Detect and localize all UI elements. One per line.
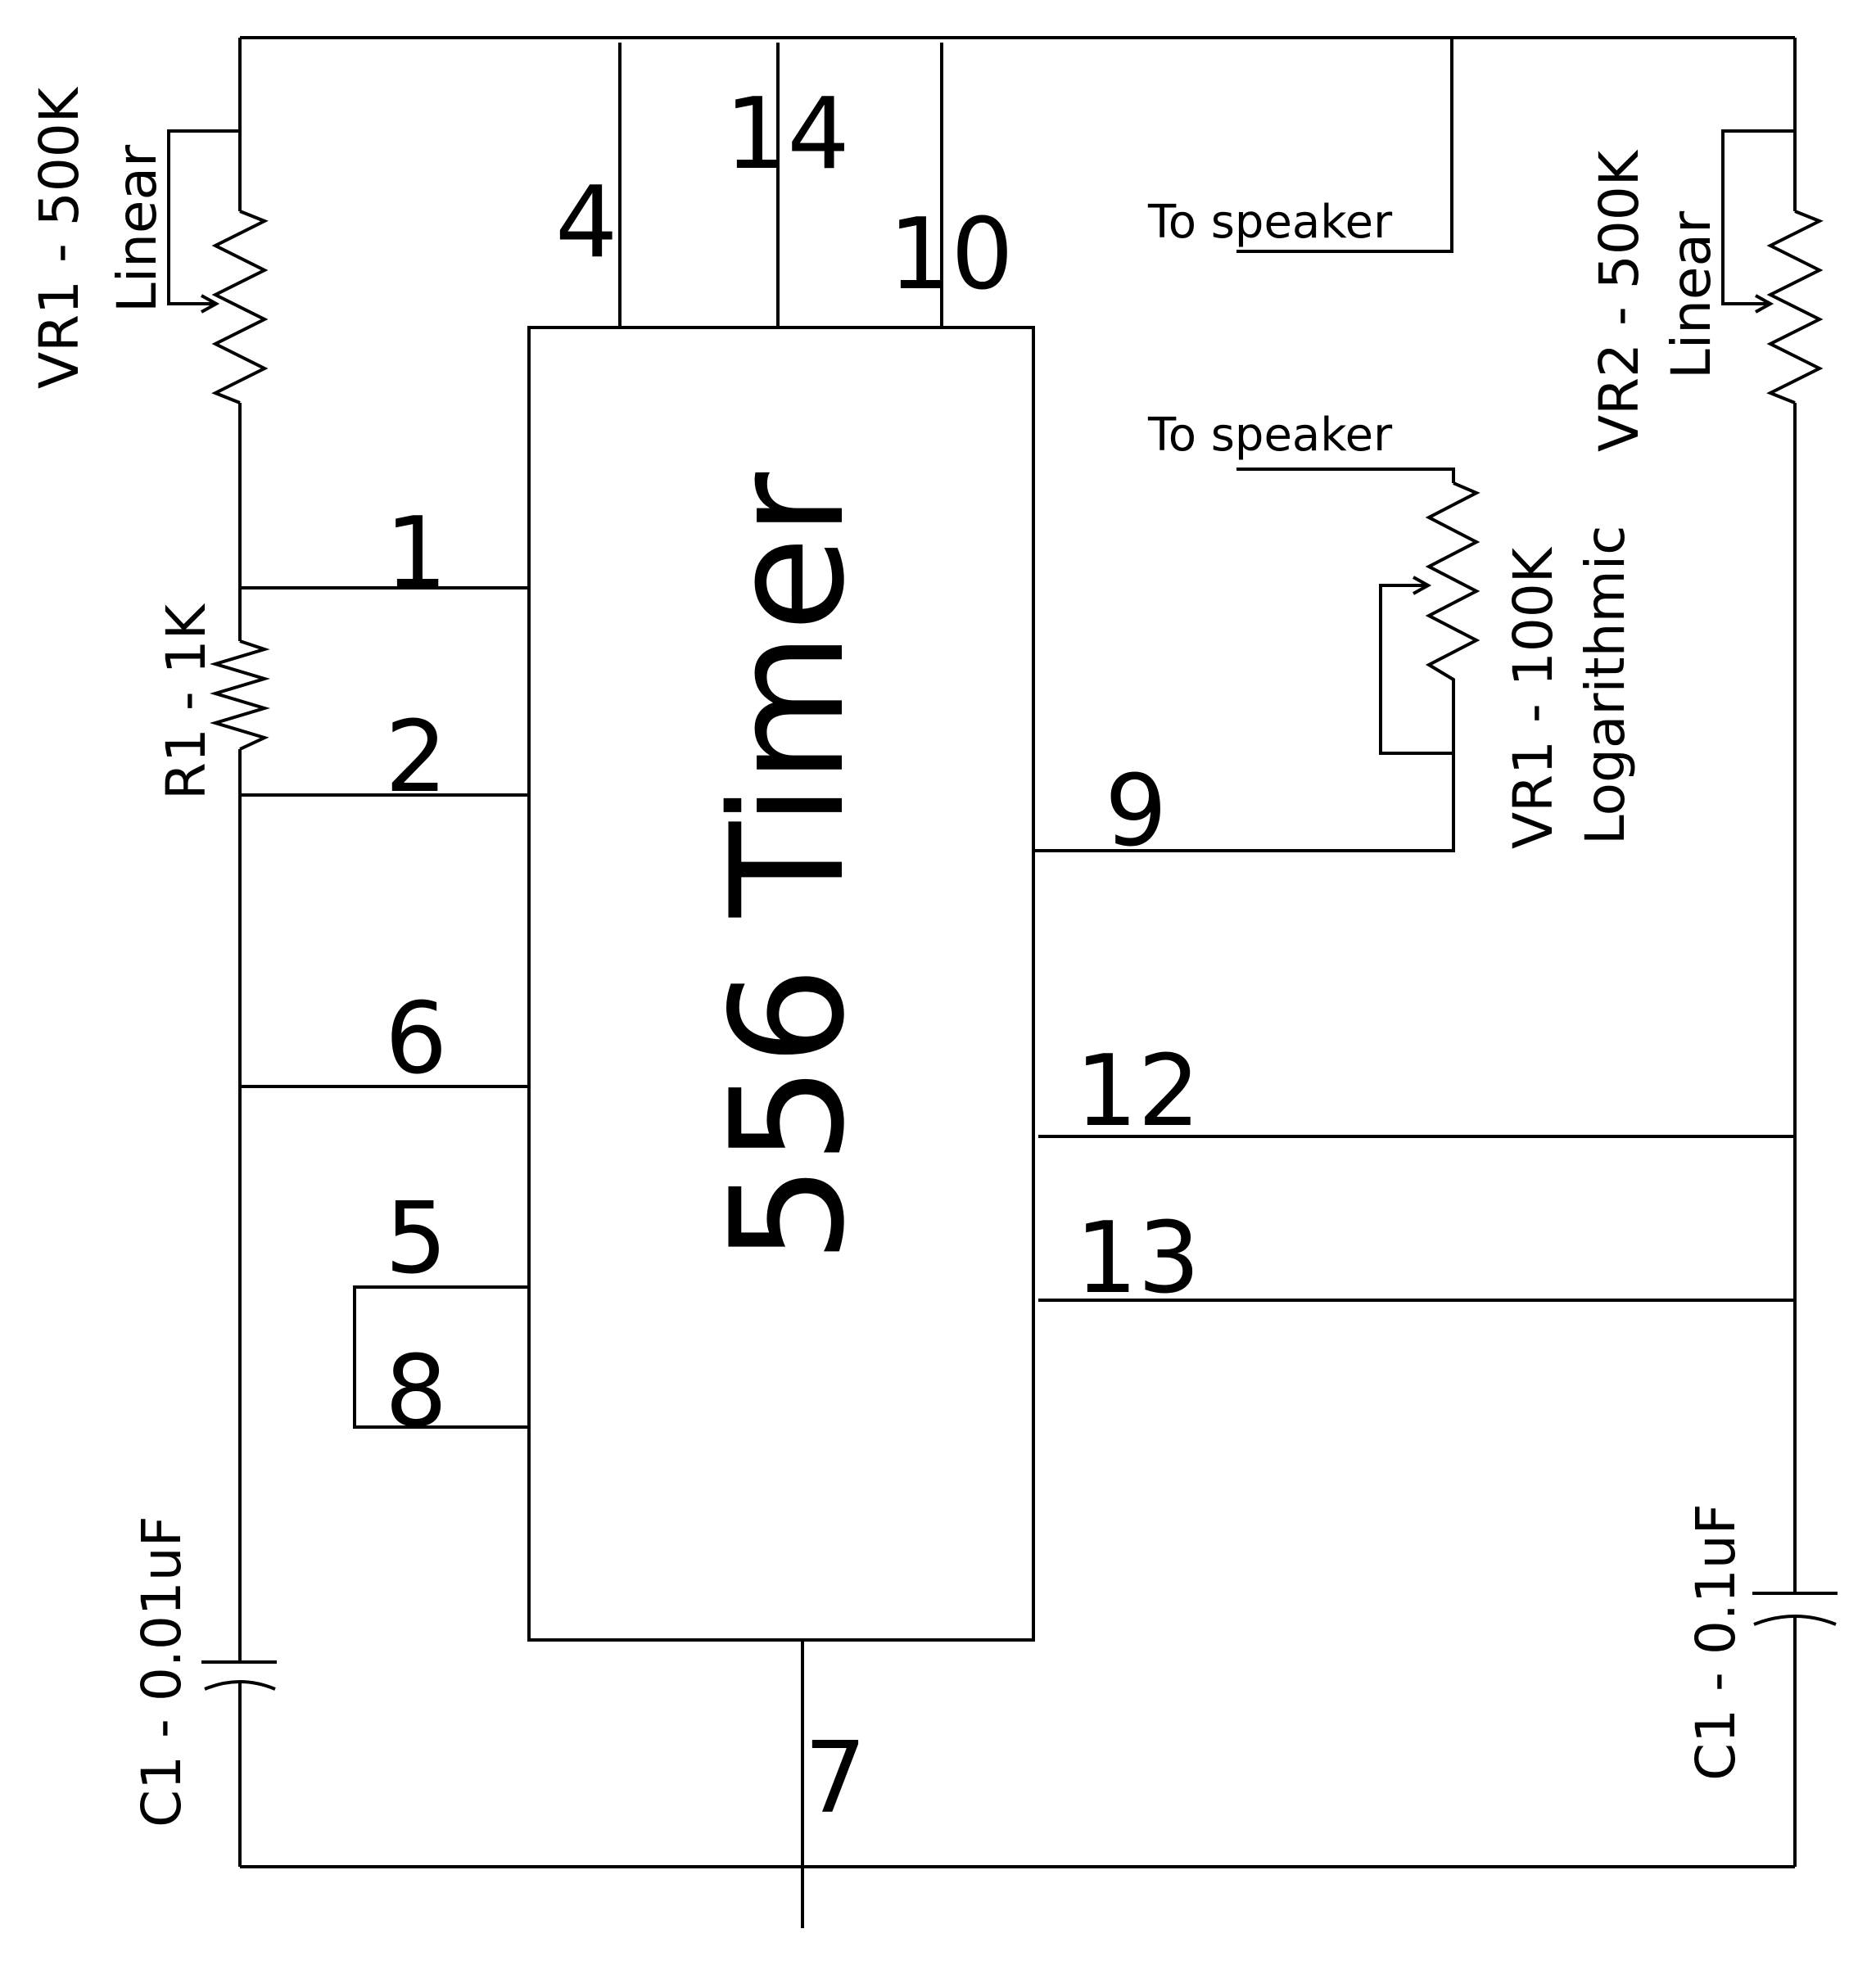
c1-left-capacitor <box>201 1628 277 1719</box>
pin-label-8: 8 <box>385 1335 447 1449</box>
pin-label-7: 7 <box>804 1722 866 1836</box>
pin-label-9: 9 <box>1105 755 1167 869</box>
wires <box>238 36 1797 1928</box>
r1-name-label: R1 - 1K <box>155 603 218 800</box>
pin-label-13: 13 <box>1075 1202 1200 1316</box>
r1-resistor-zigzag <box>210 639 270 751</box>
pin9-wire <box>1033 753 1455 852</box>
vr1-500k-resistor-zigzag <box>211 210 269 404</box>
pin5-pin8-loop-wire <box>353 1285 529 1429</box>
pin-label-6: 6 <box>385 982 447 1096</box>
vr1-100k-wiper <box>1379 584 1453 755</box>
vr1-500k-wiper-arrow <box>201 294 220 314</box>
pin-label-1: 1 <box>385 497 447 611</box>
vr1-100k-resistor-zigzag <box>1425 481 1480 753</box>
vr2-500k-taper-label: Linear <box>1660 210 1723 379</box>
c1-left-name-label: C1 - 0.01uF <box>130 1516 193 1827</box>
vr2-500k-name-label: VR2 - 500K <box>1588 149 1651 452</box>
vr1-100k-taper-label: Logarithmic <box>1574 526 1637 845</box>
pin-label-5: 5 <box>385 1182 447 1296</box>
speaker-a-wire <box>1236 38 1453 253</box>
c1-left-plate-curved <box>204 1680 276 1691</box>
vr2-500k-wiper <box>1721 129 1795 305</box>
vr1-100k-name-label: VR1 - 100K <box>1502 546 1565 849</box>
timer-chip-body <box>527 326 1035 1642</box>
r1-resistor <box>210 639 270 751</box>
vr2-500k-wiper-arrow <box>1755 294 1774 314</box>
vr1-100k-wiper-arrow <box>1413 576 1432 595</box>
speaker-b-label: To speaker <box>1147 409 1393 462</box>
speaker-a-label: To speaker <box>1147 196 1393 249</box>
vr1-100k-potentiometer <box>1379 481 1480 755</box>
pin-label-2: 2 <box>385 701 447 815</box>
speaker-b-wire <box>1236 468 1455 483</box>
pin-label-12: 12 <box>1075 1035 1200 1149</box>
vr1-500k-name-label: VR1 - 500K <box>28 86 91 389</box>
pin-label-10: 10 <box>888 198 1014 312</box>
pin-label-4: 4 <box>555 166 617 280</box>
pin-label-14: 14 <box>725 78 850 192</box>
vr1-500k-taper-label: Linear <box>106 144 169 313</box>
c1-right-name-label: C1 - 0.1uF <box>1684 1503 1747 1781</box>
vr1-500k-wiper <box>167 129 240 305</box>
chip-label: 556 Timer <box>698 472 879 1263</box>
c1-right-capacitor <box>1752 1547 1838 1666</box>
vr2-500k-resistor-zigzag <box>1766 210 1824 404</box>
vr1-500k-potentiometer <box>167 129 269 404</box>
vr2-500k-potentiometer <box>1721 129 1824 404</box>
